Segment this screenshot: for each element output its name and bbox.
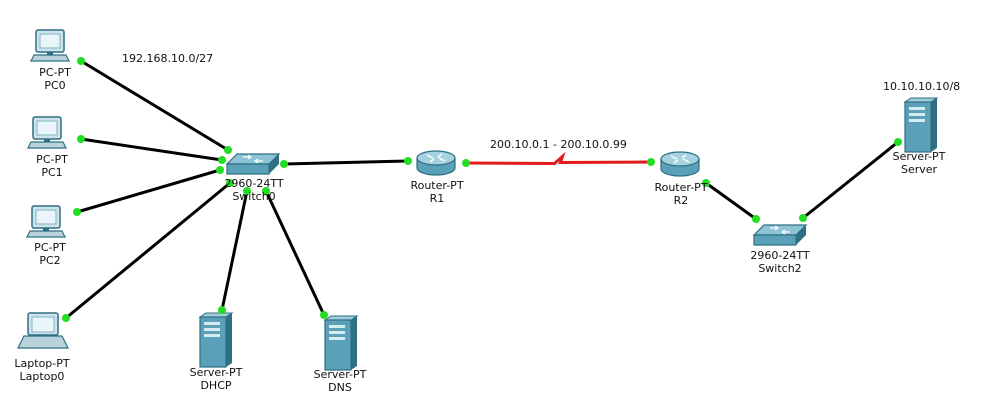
dns-label: Server-PT DNS (314, 368, 367, 394)
link-laptop0-switch0[interactable] (65, 181, 231, 320)
port-indicator-pc2-switch0-a (73, 208, 81, 216)
pc1-label: PC-PT PC1 (36, 153, 68, 179)
pc0-label: PC-PT PC0 (39, 66, 71, 92)
devices-layer (17, 29, 939, 371)
pc0-desktop-pc-icon[interactable] (30, 29, 70, 62)
dns-server-icon[interactable] (323, 315, 359, 371)
links-layer (65, 59, 899, 320)
port-indicator-dhcp-switch0-a (218, 306, 226, 314)
link-pc2-switch0[interactable] (76, 168, 221, 214)
link-switch0-r1[interactable] (283, 159, 409, 166)
laptop0-name: Laptop0 (19, 370, 65, 383)
r1-label: Router-PT R1 (410, 179, 463, 205)
port-indicator-pc2-switch0-b (216, 166, 224, 174)
switch2-label: 2960-24TT Switch2 (750, 249, 809, 275)
port-indicator-pc1-switch0-a (77, 135, 85, 143)
link-pc0-switch0[interactable] (80, 59, 229, 152)
switch0-model: 2960-24TT (224, 177, 284, 190)
lan-subnet-label: 192.168.10.0/27 (122, 52, 214, 65)
server-name: Server (900, 163, 938, 176)
switch2-model: 2960-24TT (750, 249, 810, 262)
r1-name: R1 (429, 192, 445, 205)
port-indicator-pc1-switch0-b (218, 156, 226, 164)
r1-router-icon[interactable] (416, 150, 456, 176)
r2-router-icon[interactable] (660, 151, 700, 177)
port-indicator-switch0-r1-a (280, 160, 288, 168)
switch2-name: Switch2 (758, 262, 802, 275)
r1-model: Router-PT (410, 179, 464, 192)
port-indicator-pc0-switch0-b (224, 146, 232, 154)
port-indicator-switch2-server-a (799, 214, 807, 222)
switch2-switch-icon[interactable] (752, 224, 808, 246)
link-dns-switch0[interactable] (264, 190, 326, 316)
laptop0-model: Laptop-PT (14, 357, 70, 370)
pc1-name: PC1 (41, 166, 63, 179)
r2-label: Router-PT R2 (654, 181, 707, 207)
port-indicator-r2-switch2-a (702, 179, 710, 187)
pc0-model: PC-PT (39, 66, 71, 79)
server-ip-label: 10.10.10.10/8 (883, 80, 961, 93)
ports-layer (62, 57, 902, 322)
server-server-icon[interactable] (903, 97, 939, 153)
switch0-name: Switch0 (232, 190, 276, 203)
link-dhcp-switch0[interactable] (220, 190, 249, 311)
dhcp-server-icon[interactable] (198, 312, 234, 368)
wan-range-label: 200.10.0.1 - 200.10.0.99 (490, 138, 627, 151)
r2-name: R2 (673, 194, 689, 207)
port-indicator-r2-switch2-b (752, 215, 760, 223)
pc1-model: PC-PT (36, 153, 68, 166)
port-indicator-r1-r2-b (647, 158, 655, 166)
dns-model: Server-PT (313, 368, 367, 381)
pc2-name: PC2 (39, 254, 61, 267)
port-indicator-switch0-r1-b (404, 157, 412, 165)
port-indicator-laptop0-switch0-b (226, 179, 234, 187)
switch0-switch-icon[interactable] (225, 153, 281, 175)
port-indicator-dns-switch0-b (262, 187, 270, 195)
pc2-model: PC-PT (34, 241, 66, 254)
link-r2-switch2[interactable] (705, 181, 757, 221)
port-indicator-switch2-server-b (894, 138, 902, 146)
pc2-label: PC-PT PC2 (34, 241, 66, 267)
dhcp-model: Server-PT (189, 366, 243, 379)
port-indicator-pc0-switch0-a (77, 57, 85, 65)
server-model: Server-PT (892, 150, 946, 163)
laptop0-label: Laptop-PT Laptop0 (14, 357, 69, 383)
link-switch2-server[interactable] (802, 140, 899, 220)
pc1-desktop-pc-icon[interactable] (27, 116, 67, 149)
dhcp-name: DHCP (200, 379, 232, 392)
port-indicator-laptop0-switch0-a (62, 314, 70, 322)
pc2-desktop-pc-icon[interactable] (26, 205, 66, 238)
link-pc1-switch0[interactable] (80, 137, 223, 162)
port-indicator-dns-switch0-a (320, 311, 328, 319)
laptop0-laptop-icon[interactable] (17, 312, 69, 349)
pc0-name: PC0 (44, 79, 66, 92)
switch0-label: 2960-24TT Switch0 (224, 177, 283, 203)
server-label: Server-PT Server (893, 150, 946, 176)
link-r1-r2[interactable] (465, 151, 652, 166)
port-indicator-r1-r2-a (462, 159, 470, 167)
dhcp-label: Server-PT DHCP (190, 366, 243, 392)
r2-model: Router-PT (654, 181, 708, 194)
port-indicator-dhcp-switch0-b (243, 187, 251, 195)
dns-name: DNS (328, 381, 352, 394)
